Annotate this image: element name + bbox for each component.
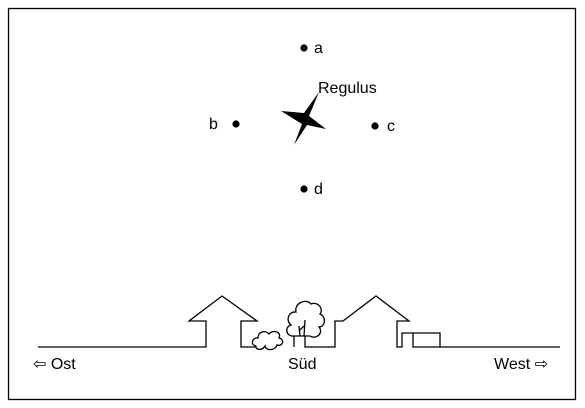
star-icon: [281, 92, 326, 145]
diagram-frame: [7, 7, 577, 401]
point-c-label: c: [387, 118, 395, 135]
direction-east-label: ⇦ Ost: [33, 356, 76, 373]
direction-west-label: West ⇨: [494, 356, 548, 373]
point-b-marker: [232, 120, 240, 128]
point-a-marker: [300, 44, 308, 52]
star-label: Regulus: [318, 80, 377, 97]
bush-icon: [251, 330, 284, 351]
horizon-line: [38, 295, 560, 348]
point-a-label: a: [314, 40, 323, 57]
tree-trunk: [298, 319, 306, 337]
tree-icon: [286, 300, 326, 338]
point-c-marker: [371, 122, 379, 130]
point-d-label: d: [314, 181, 323, 198]
point-d-marker: [300, 185, 308, 193]
point-b-label: b: [209, 116, 218, 133]
direction-south-label: Süd: [288, 356, 316, 373]
